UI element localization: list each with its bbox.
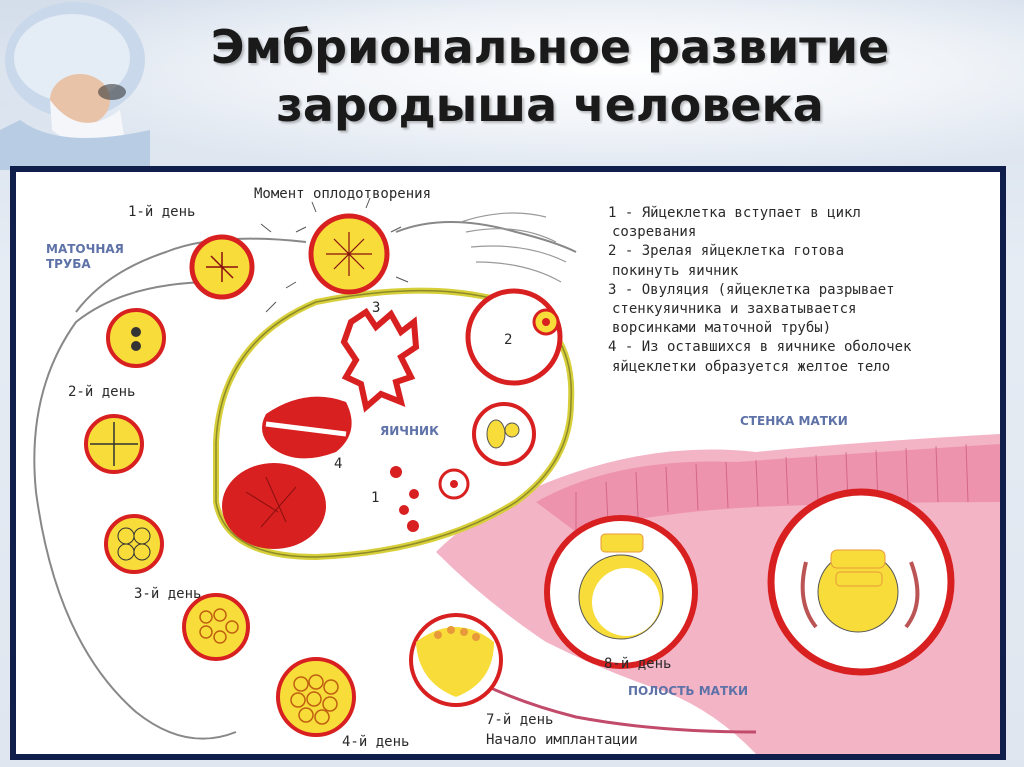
legend-line: ворсинками маточной трубы): [612, 320, 832, 337]
slide-title: Эмбриональное развитие зародыша человека: [150, 18, 950, 134]
title-line-1: Эмбриональное развитие: [210, 20, 890, 74]
morula-8-cell: [104, 514, 164, 574]
label-uterine-cavity: ПОЛОСТЬ МАТКИ: [628, 684, 748, 698]
diagram-panel: Момент оплодотворения 1-й день 2-й день …: [10, 166, 1006, 760]
label-ovary: ЯИЧНИК: [380, 424, 439, 438]
legend-line: созревания: [612, 224, 697, 241]
label-implantation-start: Начало имплантации: [486, 732, 638, 748]
mature-follicle: [465, 288, 563, 386]
marker-1: 1: [371, 490, 380, 506]
ovulation-site: [340, 307, 420, 413]
legend-line: 4 - Из оставшихся в яичнике оболочек: [608, 339, 912, 356]
corpus-luteum: [222, 463, 326, 549]
embryo-diagram: [33, 197, 1000, 754]
legend: 1 - Яйцеклетка вступает в цикл созревани…: [608, 204, 998, 377]
label-day-4: 4-й день: [342, 734, 410, 750]
fallopian-tube: [33, 281, 237, 740]
morula-day3: [182, 593, 250, 661]
legend-line: 1 - Яйцеклетка вступает в цикл: [608, 205, 861, 221]
legend-line: 3 - Овуляция (яйцеклетка разрывает: [608, 281, 895, 298]
marker-3: 3: [372, 300, 381, 316]
morula-day4: [276, 657, 356, 737]
label-fertilization-moment: Момент оплодотворения: [254, 186, 432, 202]
legend-line: стенкуяичника и захватывается: [612, 301, 857, 318]
surgeon-image: [0, 2, 150, 170]
label-day-2: 2-й день: [68, 384, 136, 400]
header-glow: [0, 0, 1024, 170]
marker-4: 4: [334, 456, 343, 472]
label-day-3: 3-й день: [134, 586, 202, 602]
label-day-8: 8-й день: [604, 656, 672, 672]
label-fallopian-tube: МАТОЧНАЯ ТРУБА: [46, 242, 124, 271]
legend-line: покинуть яичник: [612, 262, 739, 279]
title-line-2: зародыша человека: [276, 78, 824, 132]
label-uterine-wall: СТЕНКА МАТКИ: [740, 414, 848, 428]
zygote-2-cell: [106, 308, 166, 368]
diagram-canvas: Момент оплодотворения 1-й день 2-й день …: [16, 172, 1000, 754]
label-day-7: 7-й день: [486, 712, 554, 728]
label-day-1: 1-й день: [128, 204, 196, 220]
marker-2: 2: [504, 332, 513, 348]
legend-line: яйцеклетки образуется желтое тело: [612, 358, 891, 375]
legend-line: 2 - Зрелая яйцеклетка готова: [608, 243, 845, 260]
